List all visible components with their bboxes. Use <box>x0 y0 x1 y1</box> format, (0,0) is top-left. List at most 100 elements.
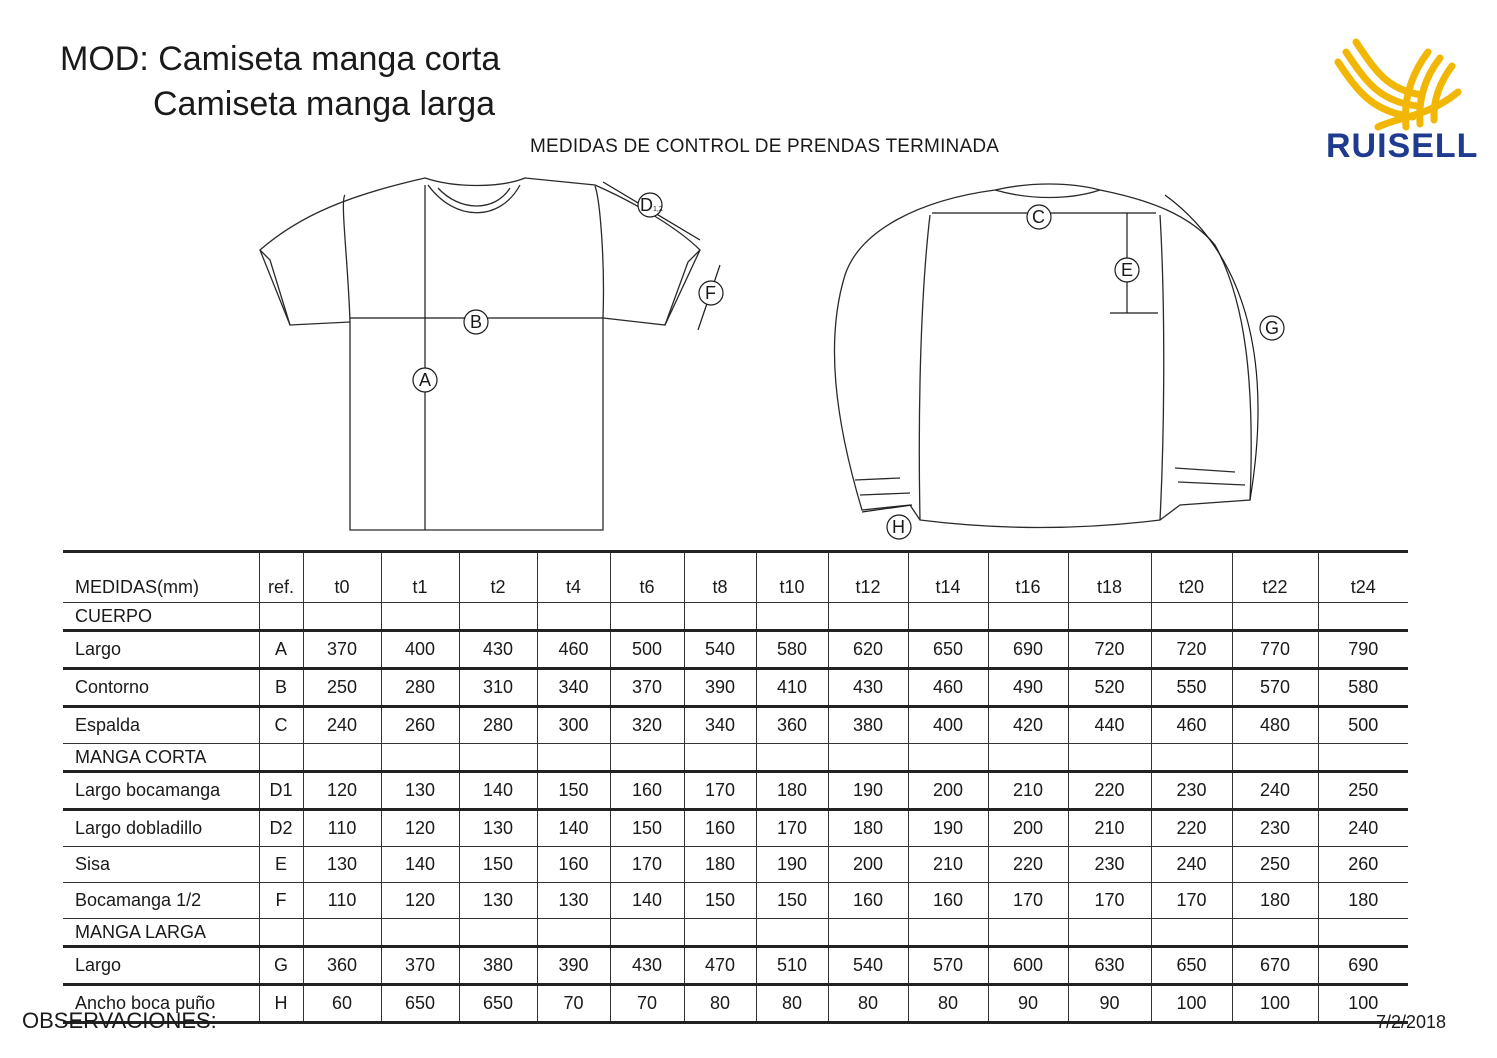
table-cell <box>683 918 756 947</box>
document-date: 7/2/2018 <box>1376 1012 1447 1032</box>
label-f: F <box>705 283 716 303</box>
measure-name: Espalda <box>63 705 259 744</box>
table-cell <box>755 602 828 631</box>
measure-value: 120 <box>302 770 381 810</box>
measure-value: 690 <box>987 629 1068 669</box>
section-title: MANGA CORTA <box>63 743 259 772</box>
table-cell <box>987 602 1068 631</box>
measure-value: 500 <box>609 629 684 669</box>
measure-value: 410 <box>755 667 828 707</box>
measure-value: 600 <box>987 945 1068 985</box>
measure-value: 420 <box>987 705 1068 744</box>
measure-value: 540 <box>827 945 908 985</box>
table-cell <box>987 743 1068 772</box>
measure-value: 300 <box>536 705 610 744</box>
label-d: D <box>640 195 653 215</box>
table-header-cell: t22 <box>1231 550 1318 603</box>
measure-name: Largo <box>63 945 259 985</box>
table-cell <box>1067 918 1151 947</box>
measure-value: 180 <box>1231 882 1318 919</box>
measure-value: 430 <box>609 945 684 985</box>
table-cell <box>827 743 908 772</box>
measure-value: 200 <box>907 770 988 810</box>
measure-value: 460 <box>536 629 610 669</box>
measure-value: 690 <box>1317 945 1408 985</box>
measure-value: 170 <box>755 808 828 847</box>
measure-value: 70 <box>609 983 684 1024</box>
measure-value: 670 <box>1231 945 1318 985</box>
table-header-cell: t24 <box>1317 550 1408 603</box>
measure-value: 80 <box>907 983 988 1024</box>
table-cell <box>302 743 381 772</box>
measure-value: 230 <box>1150 770 1232 810</box>
table-cell <box>683 743 756 772</box>
measure-value: 260 <box>380 705 459 744</box>
table-cell <box>827 602 908 631</box>
table-header-cell: t8 <box>683 550 756 603</box>
measure-value: 650 <box>458 983 537 1024</box>
table-header-cell: t14 <box>907 550 988 603</box>
table-cell <box>258 743 303 772</box>
label-a: A <box>419 370 431 390</box>
measure-value: 220 <box>1067 770 1151 810</box>
measure-value: 770 <box>1231 629 1318 669</box>
measure-value: 500 <box>1317 705 1408 744</box>
table-header-cell: t20 <box>1150 550 1232 603</box>
measure-name: Bocamanga 1/2 <box>63 882 259 919</box>
table-header-cell: t10 <box>755 550 828 603</box>
measure-ref: C <box>258 705 303 744</box>
table-cell <box>755 918 828 947</box>
measure-value: 390 <box>683 667 756 707</box>
measure-name: Sisa <box>63 846 259 883</box>
model-title-line1: MOD: Camiseta manga corta <box>60 40 501 78</box>
measure-value: 140 <box>536 808 610 847</box>
label-b: B <box>470 312 482 332</box>
measure-ref: E <box>258 846 303 883</box>
measure-value: 190 <box>827 770 908 810</box>
measure-name: Largo dobladillo <box>63 808 259 847</box>
measure-value: 570 <box>1231 667 1318 707</box>
table-cell <box>827 918 908 947</box>
measure-value: 200 <box>827 846 908 883</box>
table-cell <box>258 918 303 947</box>
measure-value: 720 <box>1067 629 1151 669</box>
table-cell <box>609 602 684 631</box>
measure-ref: A <box>258 629 303 669</box>
measure-value: 130 <box>302 846 381 883</box>
measure-value: 570 <box>907 945 988 985</box>
table-cell <box>536 602 610 631</box>
measure-value: 370 <box>302 629 381 669</box>
measure-value: 580 <box>755 629 828 669</box>
measure-value: 280 <box>380 667 459 707</box>
table-header-cell: t16 <box>987 550 1068 603</box>
measure-value: 120 <box>380 808 459 847</box>
measure-value: 210 <box>907 846 988 883</box>
table-cell <box>683 602 756 631</box>
measure-value: 720 <box>1150 629 1232 669</box>
measure-value: 80 <box>755 983 828 1024</box>
measure-value: 240 <box>1231 770 1318 810</box>
measure-value: 110 <box>302 882 381 919</box>
measure-value: 150 <box>609 808 684 847</box>
measure-value: 130 <box>536 882 610 919</box>
measure-value: 170 <box>1150 882 1232 919</box>
measure-value: 240 <box>1317 808 1408 847</box>
table-cell <box>1231 602 1318 631</box>
measure-value: 100 <box>1231 983 1318 1024</box>
measure-value: 380 <box>827 705 908 744</box>
measure-value: 490 <box>987 667 1068 707</box>
measure-value: 440 <box>1067 705 1151 744</box>
measure-value: 160 <box>536 846 610 883</box>
measure-value: 140 <box>609 882 684 919</box>
measure-value: 650 <box>380 983 459 1024</box>
table-cell <box>536 918 610 947</box>
measure-value: 380 <box>458 945 537 985</box>
table-cell <box>1317 602 1408 631</box>
measure-ref: B <box>258 667 303 707</box>
measure-value: 370 <box>609 667 684 707</box>
measure-value: 60 <box>302 983 381 1024</box>
measure-value: 210 <box>1067 808 1151 847</box>
